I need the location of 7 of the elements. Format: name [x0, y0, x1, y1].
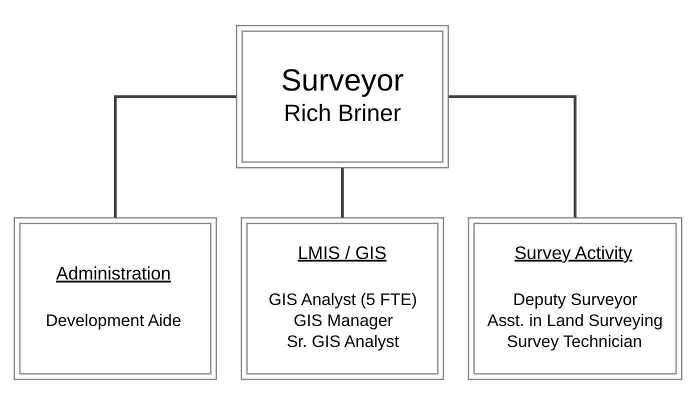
connector — [448, 94, 576, 218]
node-box: Administration Development Aide — [14, 216, 218, 380]
node-box: Surveyor Rich Briner — [236, 24, 449, 168]
node-box: LMIS / GIS GIS Analyst (5 FTE) GIS Manager Sr. GIS Analyst — [240, 216, 444, 380]
node-box: Survey Activity Deputy Surveyor Asst. in Land Surveying Survey Technician — [468, 216, 682, 380]
connector — [341, 167, 344, 218]
connector — [114, 94, 236, 218]
